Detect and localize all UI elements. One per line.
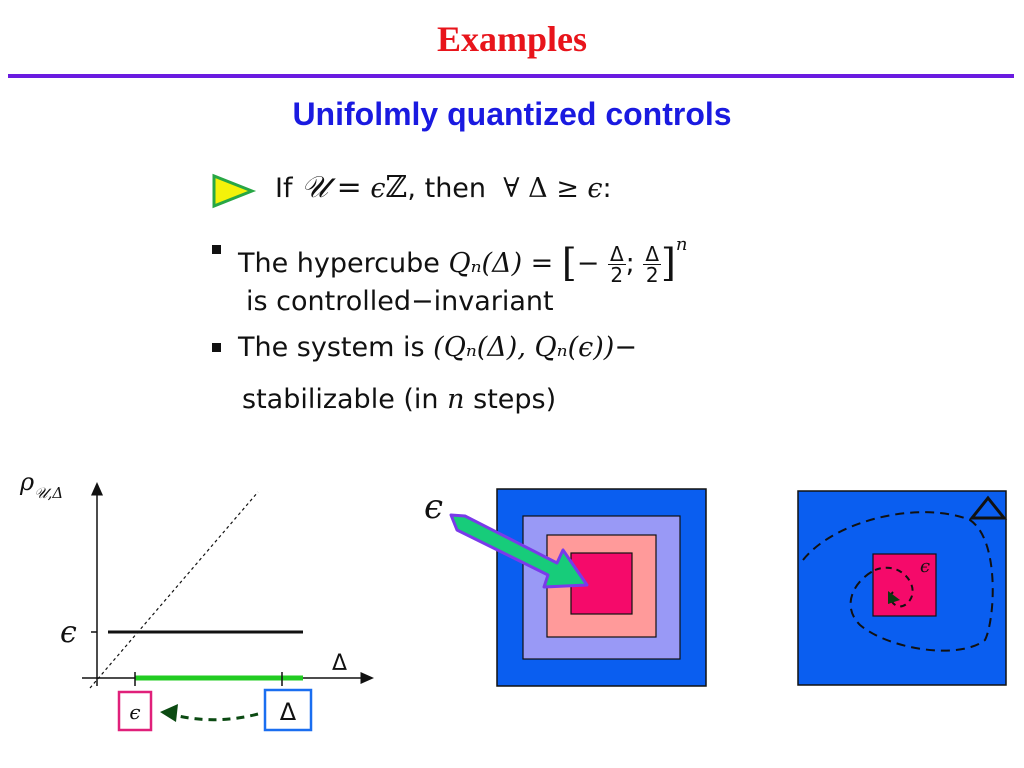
statement-eps2: ϵ <box>587 173 603 204</box>
eps-box <box>117 690 153 732</box>
bullet1-exp: n <box>675 234 688 255</box>
trajectory-arrow-head-icon <box>888 591 900 604</box>
fraction-1-den: 2 <box>610 263 624 287</box>
bullet2-line2b: steps) <box>473 384 557 415</box>
nested-squares: ϵ <box>424 487 707 687</box>
nested-eps-label: ϵ <box>424 487 443 527</box>
bullet1-semicolon: ; <box>625 248 635 279</box>
title-divider <box>8 74 1014 78</box>
eps-box-label: ϵ <box>129 700 140 724</box>
bullet2-line2a: stabilizable (in <box>242 384 439 415</box>
statement-Z: ℤ <box>385 170 408 205</box>
diagonal-dashed-line <box>89 491 259 689</box>
trajectory-square: Δ ϵ <box>797 490 1008 686</box>
bullet1-bracket-open: [ <box>561 241 577 285</box>
statement-comma: , <box>407 173 417 204</box>
bullet1-minus: − <box>576 248 600 279</box>
statement-U: 𝒰 <box>301 170 329 205</box>
statement-then: then <box>424 173 487 204</box>
trajectory-eps-label: ϵ <box>920 556 930 577</box>
y-axis-label-main: ρ <box>19 468 34 496</box>
bullet2-text: The system is <box>238 332 425 363</box>
bullet1-line2: is controlled−invariant <box>246 286 554 317</box>
dashed-arrow-head-icon <box>160 704 178 722</box>
bullet1-Qn: Qₙ(Δ) = <box>448 248 554 279</box>
eps-y-label: ϵ <box>60 615 77 650</box>
bullet2-line2: stabilizable (in n steps) <box>242 384 556 415</box>
statement-if: If <box>275 173 293 204</box>
fraction-1-num: Δ <box>607 242 626 266</box>
fraction-2-num: Δ <box>643 242 662 266</box>
dashed-curved-arrow <box>173 712 259 722</box>
bullet-marker-1 <box>212 245 221 254</box>
statement-eps: ϵ <box>370 173 386 204</box>
statement-eq: = <box>336 170 362 205</box>
x-axis-label: Δ <box>332 651 347 676</box>
fraction-2-den: 2 <box>645 263 659 287</box>
rho-plot: ρ𝒰,Δ Δ ϵ ϵ Δ <box>19 468 374 732</box>
slide-subtitle: Unifolmly quantized controls <box>292 96 732 132</box>
bullet1-text: The hypercube <box>238 248 440 279</box>
bullet2-line1: The system is (Qₙ(Δ), Qₙ(ϵ))− <box>238 332 637 363</box>
green-arrow-icon <box>449 513 589 589</box>
y-axis-label: ρ𝒰,Δ <box>19 468 63 502</box>
bullet1-line1: The hypercube Qₙ(Δ) = [− Δ 2 ; Δ 2 ]n <box>238 234 687 285</box>
delta-box-label: Δ <box>280 698 297 726</box>
outer-dashed-trajectory <box>802 511 994 652</box>
fraction-2: Δ 2 <box>643 242 662 287</box>
statement-line: If 𝒰 = ϵℤ, then ∀ Δ ≥ ϵ: <box>275 170 612 205</box>
statement-forall: ∀ <box>503 173 520 204</box>
statement-geq: ≥ <box>556 173 579 204</box>
bullet1-bracket-close: ] <box>661 241 676 285</box>
bullet2-pair: (Qₙ(Δ), Qₙ(ϵ)) <box>433 332 615 363</box>
statement-colon: : <box>602 173 612 204</box>
bullet-marker-2 <box>212 343 221 352</box>
y-axis-label-sub: 𝒰,Δ <box>34 484 63 502</box>
statement-delta: Δ <box>528 173 548 204</box>
bullet2-n: n <box>447 384 465 415</box>
delta-triangle-icon <box>968 495 1008 520</box>
bullet2-dash: − <box>614 332 637 363</box>
delta-box <box>263 688 313 732</box>
slide-title: Examples <box>436 19 587 59</box>
fraction-1: Δ 2 <box>607 242 626 287</box>
